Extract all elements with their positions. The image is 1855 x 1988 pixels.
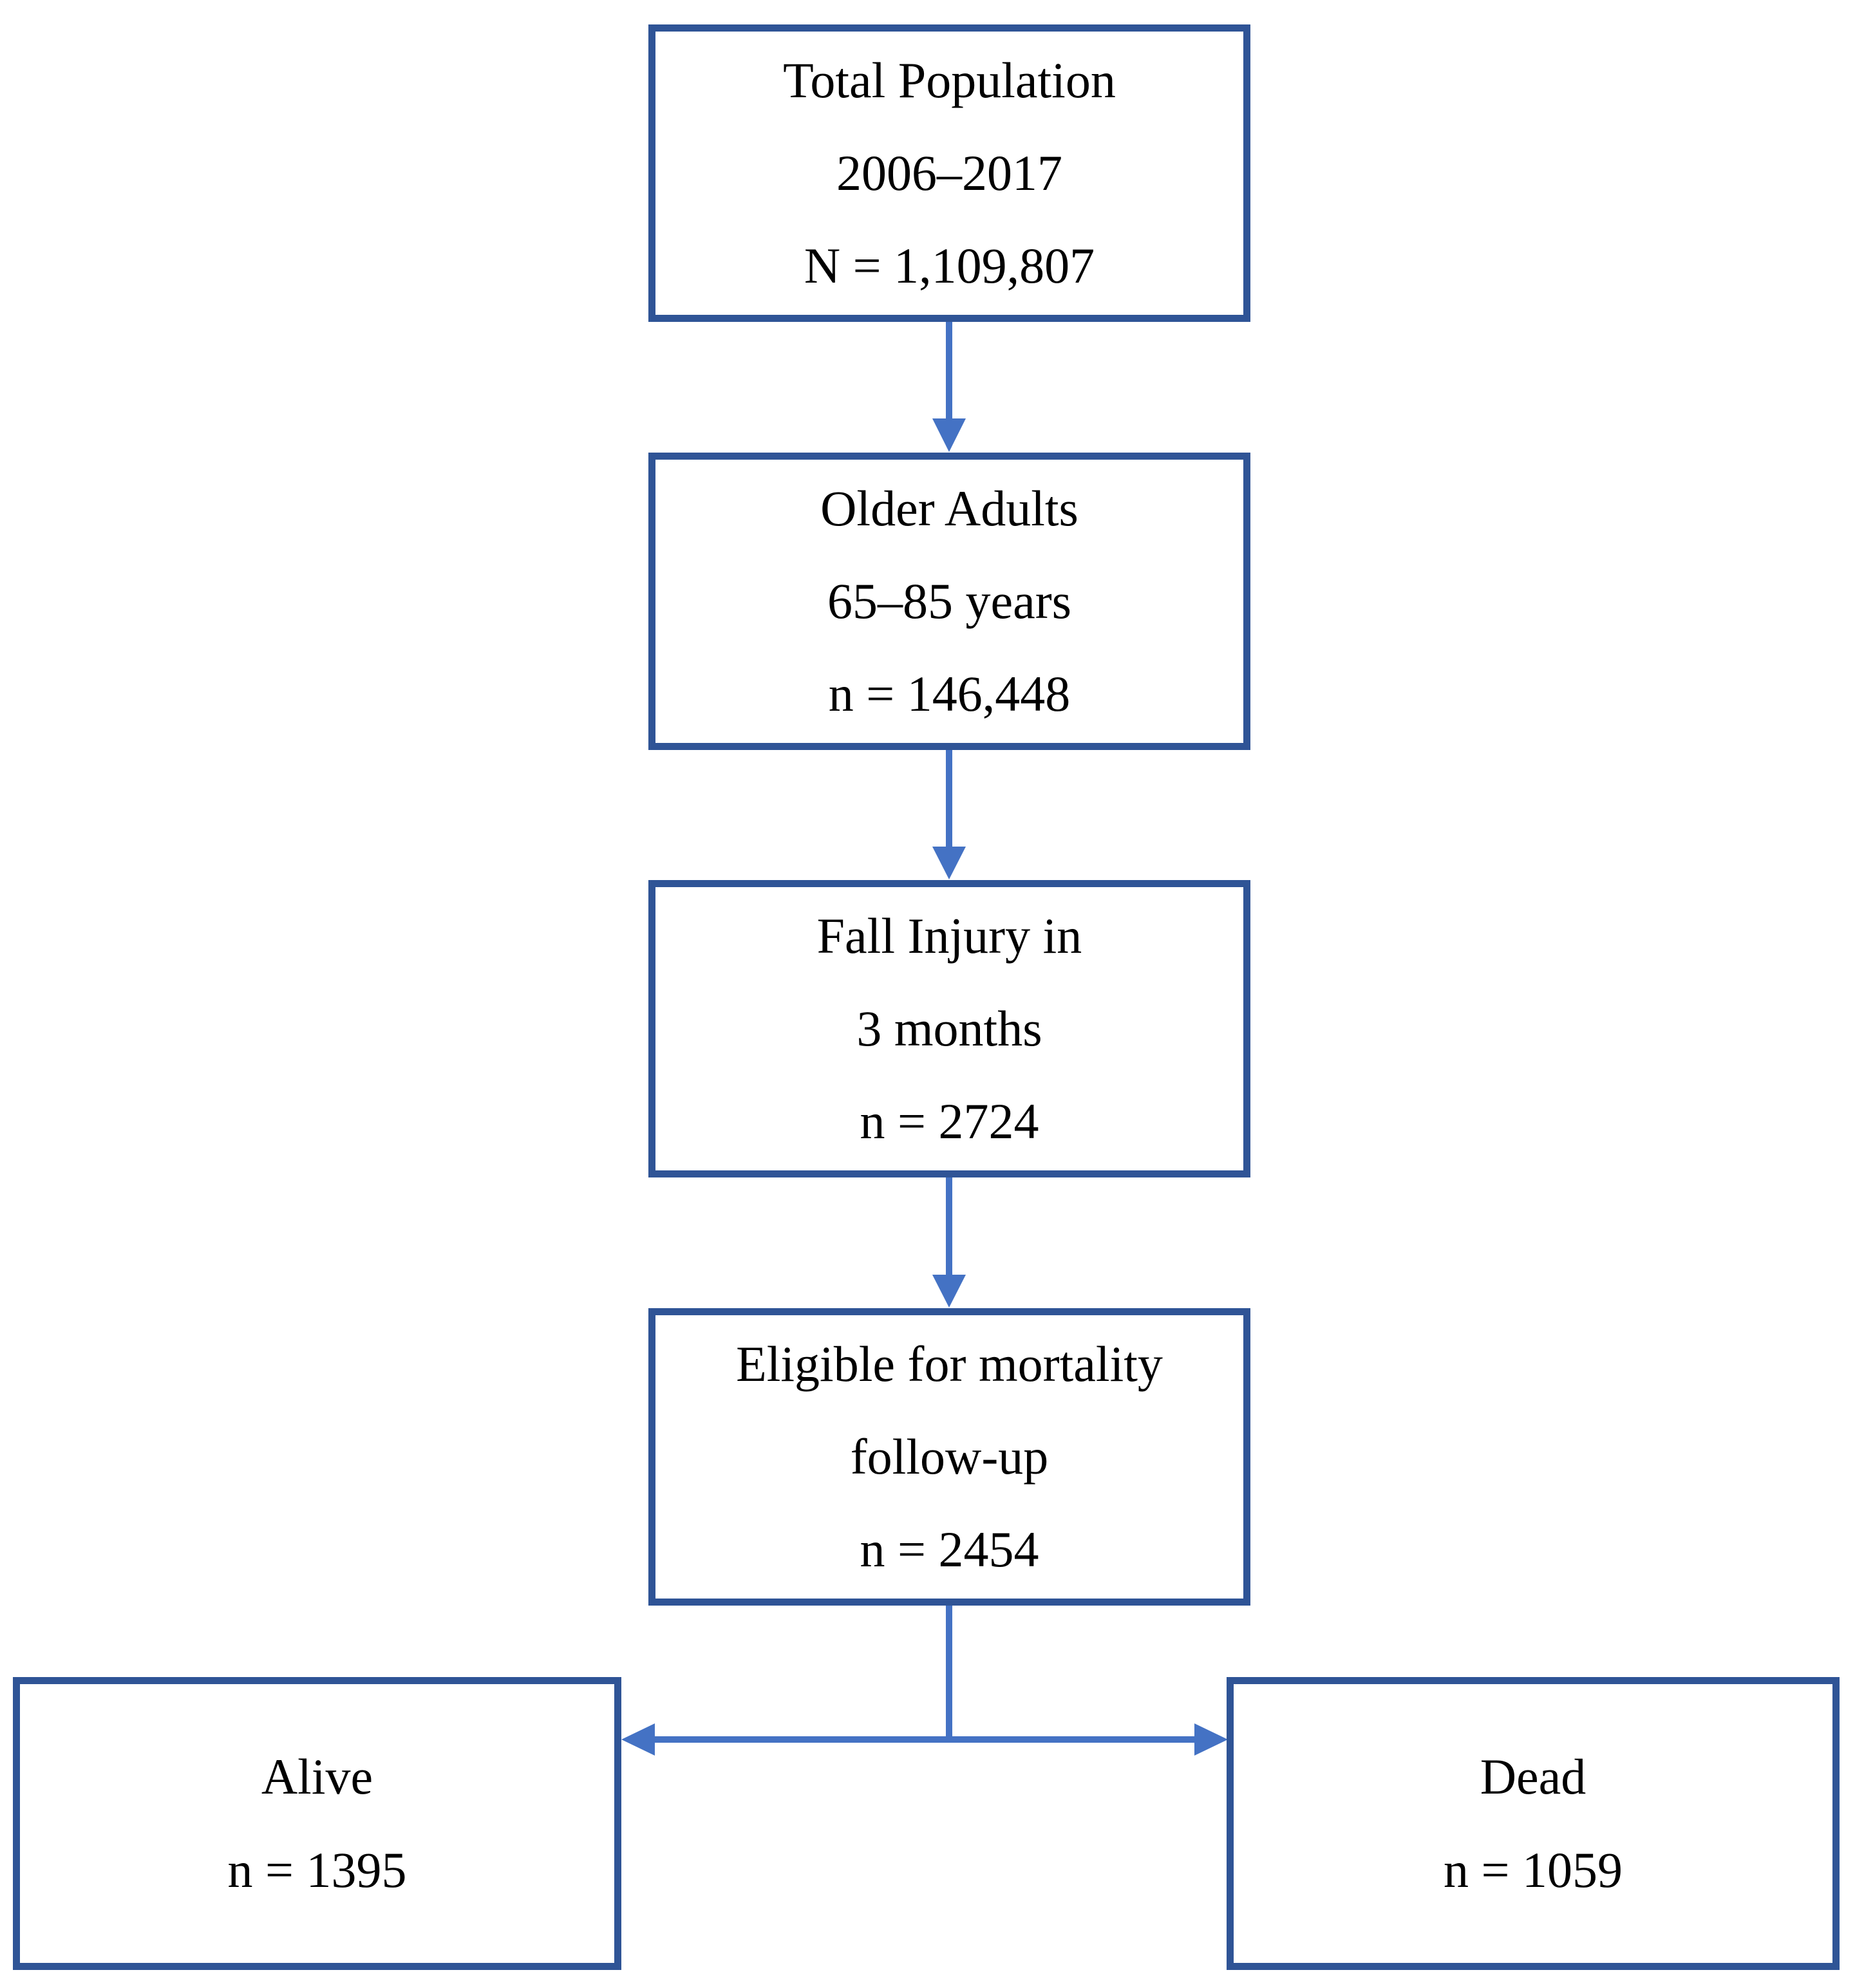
node-age-range: 65–85 years: [827, 572, 1072, 629]
node-fall-injury: Fall Injury in 3 months n = 2724: [648, 880, 1250, 1177]
node-timeframe: 3 months: [856, 1000, 1042, 1056]
node-title: Older Adults: [820, 480, 1078, 536]
arrowhead-down-icon: [932, 847, 966, 879]
node-eligible-follow-up: Eligible for mortality follow-up n = 245…: [648, 1308, 1250, 1606]
node-count: n = 2724: [860, 1093, 1039, 1150]
arrowhead-down-icon: [932, 1275, 966, 1308]
arrowhead-right-icon: [1194, 1723, 1228, 1756]
arrowhead-left-icon: [621, 1723, 655, 1756]
node-title-cont: follow-up: [850, 1428, 1049, 1485]
arrowhead-down-icon: [932, 418, 966, 452]
node-count: n = 1059: [1444, 1841, 1623, 1898]
node-period: 2006–2017: [836, 144, 1062, 201]
node-count: N = 1,109,807: [804, 238, 1095, 294]
node-count: n = 146,448: [828, 666, 1071, 722]
node-total-population: Total Population 2006–2017 N = 1,109,807: [648, 24, 1250, 322]
node-title: Fall Injury in: [816, 907, 1082, 964]
node-dead: Dead n = 1059: [1227, 1677, 1840, 1970]
node-count: n = 2454: [860, 1521, 1039, 1578]
node-title: Alive: [261, 1749, 373, 1805]
node-title: Total Population: [783, 52, 1116, 108]
node-alive: Alive n = 1395: [13, 1677, 621, 1970]
node-count: n = 1395: [227, 1841, 407, 1898]
node-title: Eligible for mortality: [736, 1335, 1163, 1392]
node-older-adults: Older Adults 65–85 years n = 146,448: [648, 453, 1250, 750]
node-title: Dead: [1480, 1749, 1587, 1805]
